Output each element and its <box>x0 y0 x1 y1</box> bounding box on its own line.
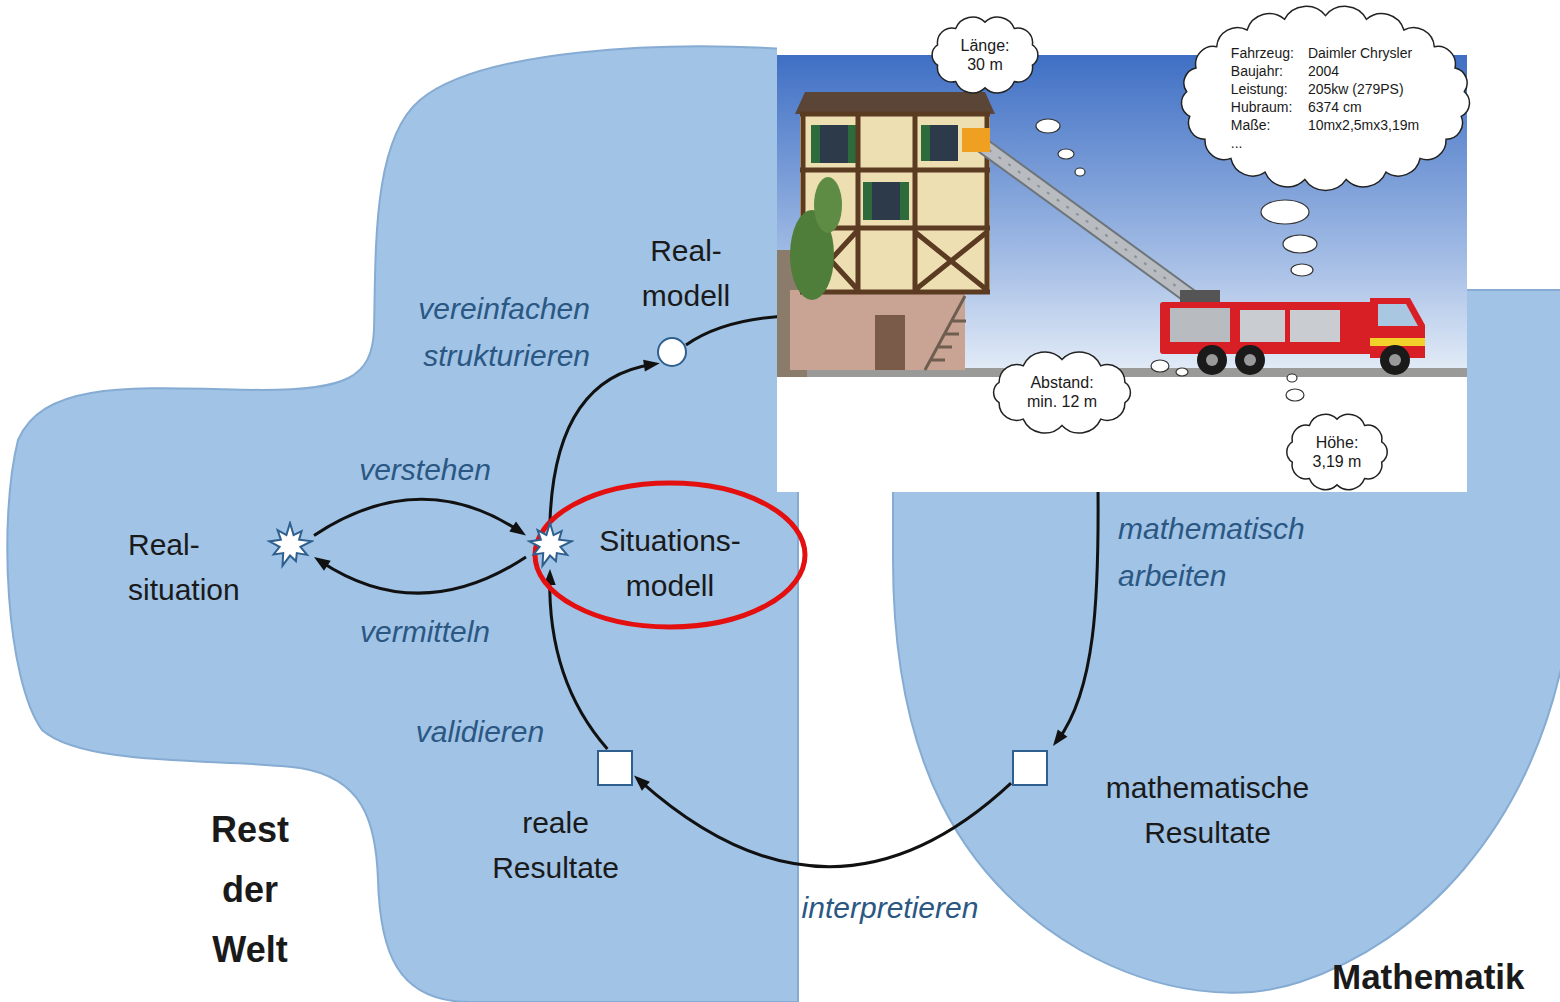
text-slot: Real- situation <box>128 522 263 612</box>
text-slot: vermitteln <box>335 614 515 650</box>
text-slot: vereinfachen strukturieren <box>360 285 590 379</box>
turntable-ladder <box>962 128 1198 307</box>
star-marker <box>526 521 574 569</box>
cloud-content: Abstand: min. 12 m <box>1020 373 1105 411</box>
cycle-node: Real- situation <box>125 515 325 615</box>
cloud-outline <box>994 352 1131 433</box>
cloud-text: 2004 <box>1308 62 1419 80</box>
cloud-content: Länge: 30 m <box>954 36 1016 74</box>
text-slot: mathematische Resultate <box>1080 765 1335 855</box>
cloud-text: Höhe: 3,19 m <box>1308 433 1366 471</box>
square-shape <box>598 751 632 785</box>
cloud-text: 10mx2,5mx3,19m <box>1308 116 1419 134</box>
cloud-shape <box>981 345 1143 440</box>
cloud-text: Maße: <box>1231 116 1294 134</box>
edge-label: verstehen <box>335 452 515 488</box>
text-slot: Mathematik <box>1332 957 1554 997</box>
cycle-node: Situations- modell <box>525 515 755 610</box>
region-outline <box>893 290 1560 993</box>
square-shape <box>1013 751 1047 785</box>
thought-cloud: Fahrzeug: Daimler ChryslerBaujahr: 2004Lei… <box>1171 0 1480 196</box>
node-text: reale Resultate <box>478 800 633 890</box>
cycle-node: Real- modell <box>625 225 745 375</box>
star-shape <box>529 523 571 566</box>
text-slot: Situations- modell <box>590 518 750 608</box>
fire-truck <box>1160 290 1425 375</box>
cloud-text: Hubraum: <box>1231 98 1294 116</box>
node-text: Situations- modell <box>590 518 750 608</box>
text-slot: Rest der Welt <box>185 800 315 980</box>
cycle-node: reale Resultate <box>475 745 645 890</box>
mathematics-region: Mathematik mathematische Resultate <box>885 280 1560 1002</box>
square-marker <box>1011 749 1049 787</box>
text-slot: reale Resultate <box>478 800 633 890</box>
free-label: mathematisch arbeiten <box>1118 505 1353 599</box>
circle-shape <box>658 338 686 366</box>
cloud-shape <box>1171 0 1480 196</box>
cloud-text: Leistung: <box>1231 80 1294 98</box>
cloud-content: Fahrzeug: Daimler ChryslerBaujahr: 2004Lei… <box>1231 44 1419 152</box>
square-marker <box>596 749 634 787</box>
star-marker <box>266 521 314 569</box>
cloud-outline <box>1181 6 1469 190</box>
star-shape <box>269 523 311 566</box>
cloud-text: ... <box>1231 134 1294 152</box>
cycle-node: mathematische Resultate <box>1005 745 1345 860</box>
cloud-outline <box>1287 414 1387 489</box>
house <box>777 92 995 377</box>
cloud-text: Abstand: min. 12 m <box>1020 373 1105 411</box>
thought-cloud: Höhe: 3,19 m <box>1278 407 1396 497</box>
cloud-outline <box>932 17 1038 93</box>
region-shape <box>0 40 805 1002</box>
cloud-content: Höhe: 3,19 m <box>1308 433 1366 471</box>
world-region: Rest der Welt Real- situation Situations- … <box>0 40 805 1002</box>
cloud-text: Fahrzeug: <box>1231 44 1294 62</box>
cloud-shape <box>1278 407 1396 497</box>
edge-label: vermitteln <box>335 614 515 650</box>
edge-label: validieren <box>405 714 555 750</box>
cloud-text: Daimler Chrysler <box>1308 44 1419 62</box>
cloud-shape <box>923 10 1047 100</box>
cloud-text: 6374 cm <box>1308 98 1419 116</box>
region-title: Rest der Welt <box>185 800 315 980</box>
node-text: Real- modell <box>630 228 742 318</box>
cloud-text: Baujahr: <box>1231 62 1294 80</box>
region-outline <box>7 47 800 1002</box>
thought-cloud: Abstand: min. 12 m <box>981 345 1143 440</box>
text-slot: validieren <box>405 714 555 750</box>
text-slot: verstehen <box>335 452 515 488</box>
thought-cloud: Länge: 30 m <box>923 10 1047 100</box>
text-slot: mathematisch arbeiten <box>1118 505 1353 599</box>
region-title: Mathematik <box>1332 957 1554 997</box>
circle-marker <box>656 336 688 368</box>
node-text: mathematische Resultate <box>1080 765 1335 855</box>
region-shape <box>885 280 1560 1002</box>
cloud-text: Länge: 30 m <box>954 36 1016 74</box>
edge-label: vereinfachen strukturieren <box>360 285 590 379</box>
node-text: Real- situation <box>128 522 263 612</box>
cloud-text: 205kw (279PS) <box>1308 80 1419 98</box>
text-slot: Real- modell <box>630 228 742 318</box>
text-slot: interpretieren <box>780 890 1000 926</box>
edge-label: interpretieren <box>780 890 1000 926</box>
